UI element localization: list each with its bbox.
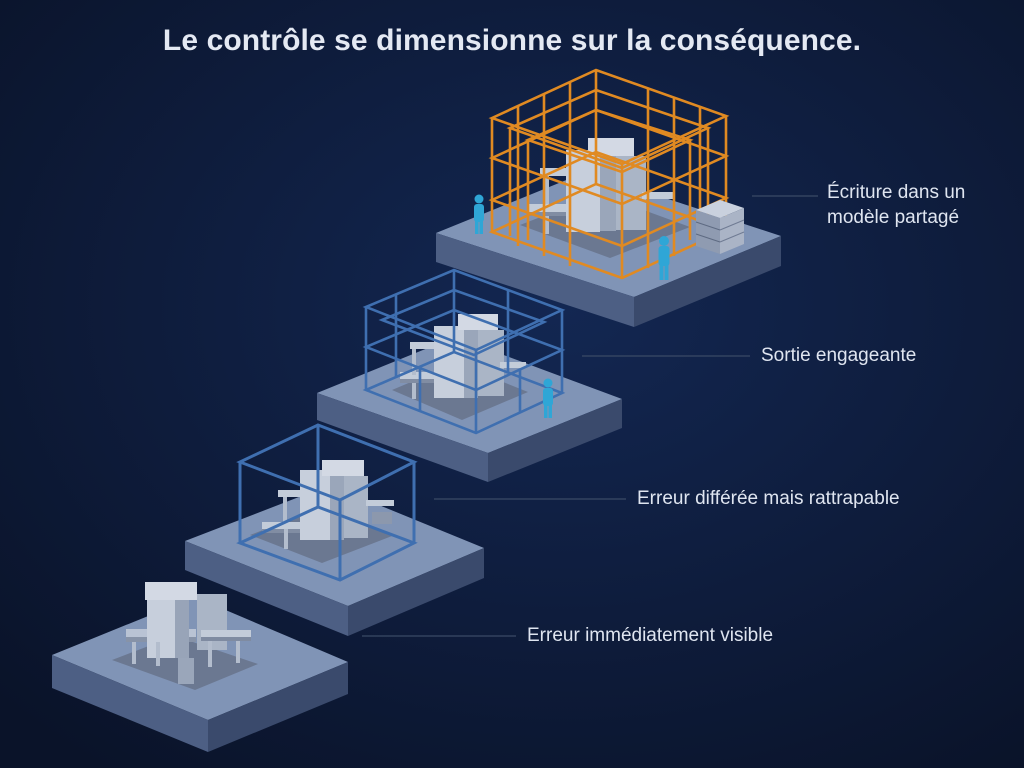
frame-level-3 bbox=[362, 268, 566, 435]
level-label-1: Erreur immédiatement visible bbox=[527, 625, 774, 646]
level-label-4: Écriture dans un modèle partagé bbox=[827, 182, 966, 228]
page-title: Le contrôle se dimensionne sur la conséq… bbox=[162, 24, 862, 57]
person-icon bbox=[543, 378, 553, 418]
person-icon bbox=[474, 194, 484, 234]
person-icon bbox=[658, 236, 670, 280]
file-cabinet-icon bbox=[695, 200, 745, 254]
level-label-2: Erreur différée mais rattrapable bbox=[637, 488, 900, 509]
building-level-1 bbox=[112, 582, 258, 690]
level-label-3: Sortie engageante bbox=[761, 345, 917, 366]
leader-lines bbox=[362, 195, 818, 637]
frame-level-2 bbox=[236, 423, 418, 582]
